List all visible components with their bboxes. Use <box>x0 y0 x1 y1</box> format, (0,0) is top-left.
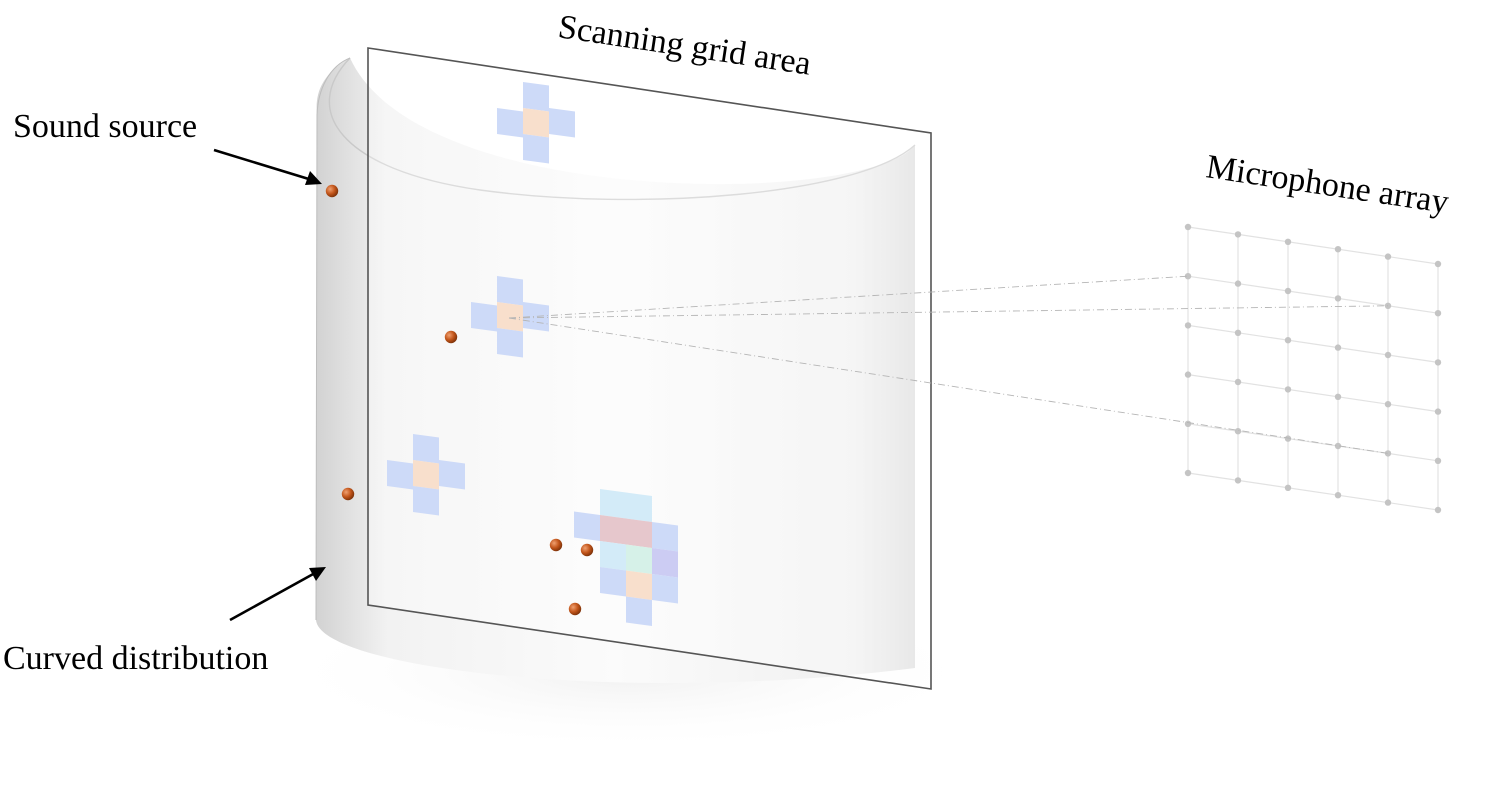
microphone-icon <box>1234 329 1242 336</box>
sound-sources <box>325 184 594 616</box>
microphone-icon <box>1284 386 1292 393</box>
mic-grid-row-line <box>1187 275 1439 314</box>
microphone-array-label: Microphone array <box>1204 148 1451 221</box>
microphone-icon <box>1184 223 1192 231</box>
microphone-icon <box>1284 435 1292 442</box>
pixel-cross-middle-cell <box>497 276 523 306</box>
microphone-icon <box>1384 351 1392 359</box>
microphone-icon <box>1184 371 1192 378</box>
pixel-cluster-cell <box>600 541 626 571</box>
beam-line <box>508 317 1389 454</box>
pixel-cluster-cell <box>652 522 678 552</box>
microphone-icon <box>1284 238 1292 245</box>
pixel-cross-top-cell <box>523 134 549 164</box>
pixel-cluster-cell <box>626 570 652 600</box>
pixel-cross-left-cell <box>439 460 465 490</box>
microphone-icon <box>1234 280 1242 287</box>
pixel-cross-top-center-cell <box>523 108 549 138</box>
pixel-cluster-cell <box>626 518 652 548</box>
microphone-icon <box>1284 484 1292 491</box>
microphone-icon <box>1234 378 1242 386</box>
microphone-icon <box>1384 401 1392 408</box>
mic-grid-row-line <box>1187 472 1439 511</box>
microphone-icon <box>1334 442 1342 450</box>
microphone-icon <box>1334 492 1342 499</box>
microphone-icon <box>1434 506 1442 514</box>
pixel-cluster-cell <box>652 548 678 578</box>
microphone-icon <box>1434 408 1442 415</box>
microphone-icon <box>1234 477 1242 484</box>
pixel-cross-middle-cell <box>523 302 549 332</box>
microphone-icon <box>1184 322 1192 329</box>
beam-line <box>508 275 1189 319</box>
microphone-icon <box>1384 253 1392 260</box>
pixel-cross-middle-cell <box>497 328 523 358</box>
microphone-icon <box>1234 231 1242 238</box>
pixel-cross-left-center-cell <box>413 460 439 490</box>
sound-source-icon <box>341 487 355 501</box>
pixel-cross-top-cell <box>523 82 549 112</box>
microphone-icon <box>1334 344 1342 351</box>
scanning-grid-plane <box>367 47 932 690</box>
pixel-cluster-cell <box>600 567 626 597</box>
microphone-icon <box>1334 393 1342 400</box>
curved-surface <box>315 57 916 684</box>
pixel-cluster-cell <box>652 574 678 604</box>
microphone-icon <box>1434 260 1442 268</box>
pixel-cross-top-cell <box>549 108 575 138</box>
sound-source-icon <box>325 184 339 198</box>
pixel-cross-top-cell <box>497 108 523 138</box>
microphone-icon <box>1184 420 1192 427</box>
beam-line <box>508 305 1389 319</box>
pixel-cross-left-cell <box>387 460 413 490</box>
pixel-cross-middle-cell <box>471 302 497 332</box>
curved-surface-top-rim <box>328 57 916 201</box>
curved-distribution-arrow <box>229 567 326 622</box>
microphone-icon <box>1434 457 1442 464</box>
curved-distribution-label: Curved distribution <box>3 640 268 677</box>
microphone-icon <box>1184 273 1192 280</box>
pixel-cluster-cell <box>626 544 652 574</box>
pixel-cluster-cell <box>600 515 626 545</box>
pixel-cluster-cell <box>626 492 652 522</box>
sound-source-icon <box>580 543 594 557</box>
curved-surface-body <box>316 58 915 684</box>
mic-grid-row-line <box>1187 374 1439 413</box>
sound-source-label: Sound source <box>13 108 197 145</box>
mic-grid-row-line <box>1187 324 1439 363</box>
microphone-icon <box>1384 302 1392 309</box>
microphone-icon <box>1434 310 1442 317</box>
microphone-icon <box>1284 287 1292 295</box>
sound-source-arrow <box>213 148 322 185</box>
microphone-icon <box>1434 359 1442 366</box>
microphone-array <box>1184 223 1442 514</box>
scanning-grid-pixels <box>387 82 678 626</box>
curved-surface-left-edge <box>315 57 351 621</box>
microphone-icon <box>1234 428 1242 435</box>
pixel-cross-left-cell <box>413 434 439 464</box>
mic-grid-row-line <box>1187 226 1439 265</box>
scanning-grid-area-label: Scanning grid area <box>556 8 814 82</box>
sound-source-icon <box>444 330 458 344</box>
microphone-icon <box>1384 450 1392 457</box>
microphone-icon <box>1334 246 1342 253</box>
microphone-icon <box>1384 499 1392 506</box>
pixel-cluster-cell <box>600 489 626 519</box>
microphone-icon <box>1334 295 1342 302</box>
sound-source-icon <box>568 602 582 616</box>
sound-source-icon <box>549 538 563 552</box>
pixel-cluster-cell <box>574 511 600 541</box>
pixel-cross-middle-center-cell <box>497 302 523 332</box>
beam-lines <box>508 275 1389 454</box>
pixel-cross-left-cell <box>413 486 439 516</box>
microphone-icon <box>1284 337 1292 344</box>
microphone-icon <box>1184 469 1192 477</box>
pixel-cluster-cell <box>626 596 652 626</box>
